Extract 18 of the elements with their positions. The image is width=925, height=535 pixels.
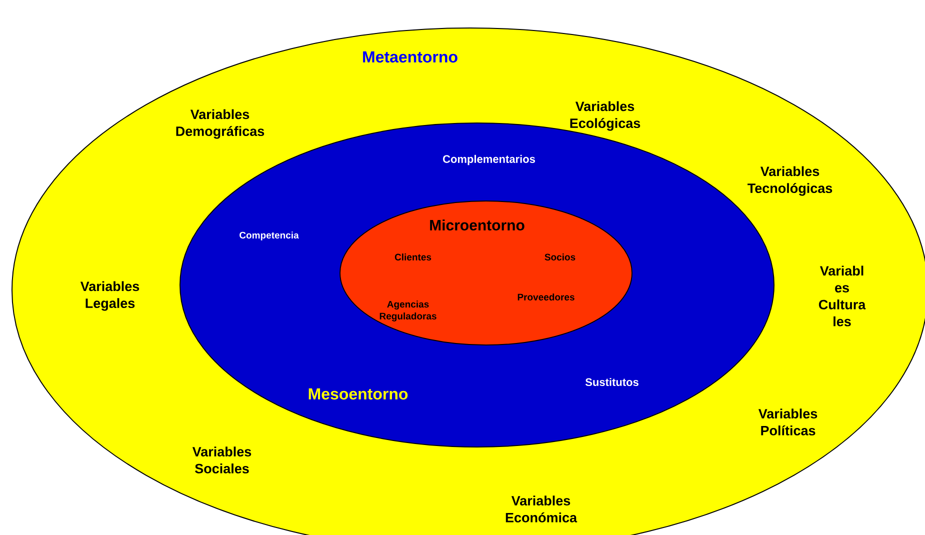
actor-label: Proveedores <box>518 294 574 300</box>
region-title: Mesoentorno <box>308 388 408 400</box>
variable-label: Variables Sociales <box>192 446 252 474</box>
variable-label: Variables Ecológicas <box>570 101 640 131</box>
actor-label: Socios <box>544 254 576 260</box>
actor-label: Complementarios <box>443 154 535 166</box>
region-title: Metaentorno <box>363 51 458 63</box>
variable-label: Variables Políticas <box>758 408 818 436</box>
actor-label: Clientes <box>394 254 432 260</box>
variable-label: Variabl es Cultura les <box>818 266 866 326</box>
actor-label: Sustitutos <box>585 378 638 386</box>
actor-label: Competencia <box>240 232 299 240</box>
variable-label: Variables Tecnológicas <box>748 166 832 196</box>
variable-label: Variables Económica <box>506 496 578 522</box>
variable-label: Variables Legales <box>80 281 140 311</box>
region-title: Microentorno <box>430 220 524 230</box>
actor-label: Agencias Reguladoras <box>380 300 436 322</box>
variable-label: Variables Demográficas <box>176 109 264 139</box>
